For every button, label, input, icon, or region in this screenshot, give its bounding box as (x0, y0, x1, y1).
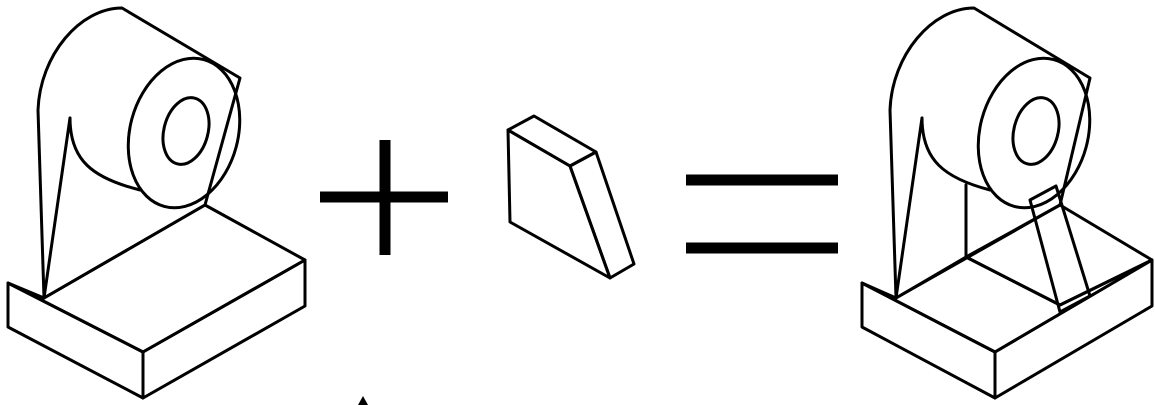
base-part-upright (36, 6, 242, 300)
base-part (6, 6, 307, 400)
result-part-block-right (993, 258, 1154, 400)
base-part-fillet (68, 116, 142, 192)
equals-sign (686, 174, 838, 254)
result-part-fillet (920, 116, 992, 192)
result-part-floor (964, 203, 1154, 307)
rib-wedge-side (568, 150, 636, 280)
result-part-bore (1011, 96, 1061, 166)
cropped-mark (358, 396, 368, 405)
result-part-upright-edge (894, 116, 924, 300)
result-part-upright (888, 6, 1092, 300)
rib-wedge (506, 114, 636, 280)
result-part (860, 6, 1154, 400)
base-part-block-right (141, 258, 307, 400)
result-part-block-left (860, 281, 997, 400)
base-part-block-left (6, 281, 145, 400)
result-part-boss-face (976, 56, 1092, 210)
base-part-upright-edge (42, 116, 72, 300)
plus-sign (320, 140, 448, 255)
base-part-boss-face (126, 56, 242, 210)
base-part-bore (161, 96, 211, 166)
